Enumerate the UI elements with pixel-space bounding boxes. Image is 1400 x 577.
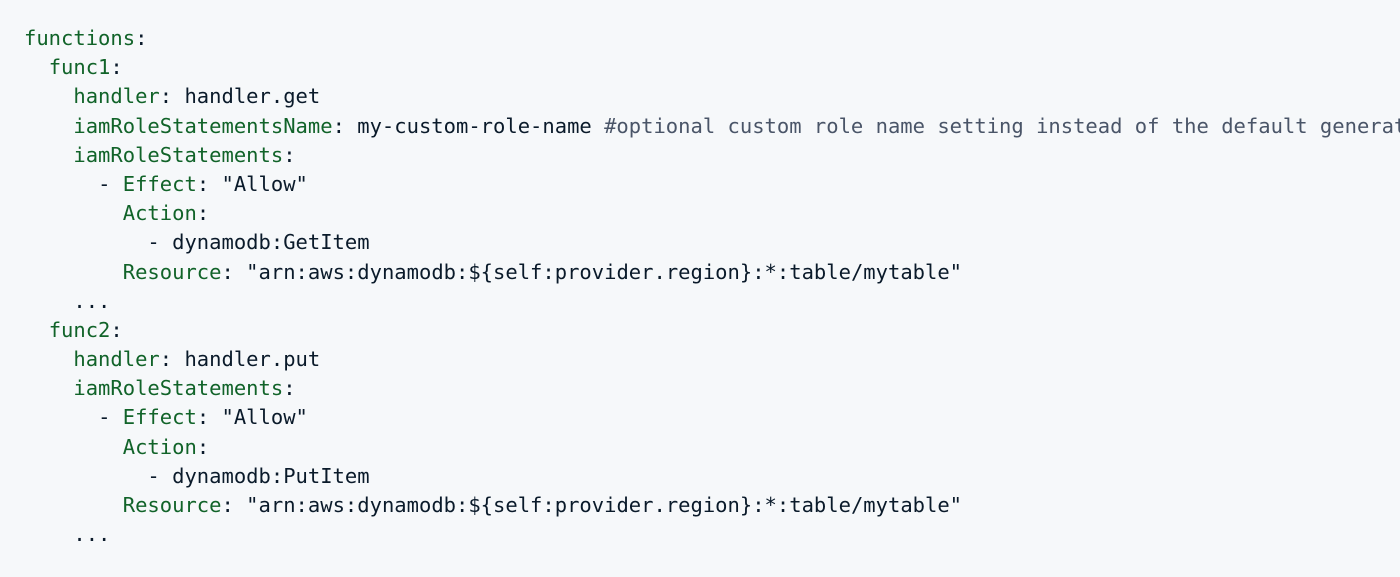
yaml-value: my-custom-role-name xyxy=(344,113,605,138)
yaml-value: "arn:aws:dynamodb:${self:provider.region… xyxy=(233,493,963,517)
yaml-value: ... xyxy=(73,522,111,547)
yaml-key: Action xyxy=(122,434,197,459)
yaml-key: func2 xyxy=(48,317,111,342)
yaml-value: "Allow" xyxy=(209,171,308,196)
code-line: iamRoleStatements: xyxy=(73,142,296,167)
yaml-key: Effect xyxy=(122,405,197,430)
code-line: iamRoleStatementsName: my-custom-role-na… xyxy=(24,112,1400,141)
code-line: func2: xyxy=(48,317,123,342)
yaml-comment: #optional custom role name setting inste… xyxy=(604,113,1400,138)
yaml-value: dynamodb:GetItem xyxy=(172,230,370,255)
code-line: Resource: "arn:aws:dynamodb:${self:provi… xyxy=(122,259,963,284)
yaml-key: Resource xyxy=(122,259,222,284)
yaml-key: Effect xyxy=(122,171,197,196)
code-line: Resource: "arn:aws:dynamodb:${self:provi… xyxy=(122,493,963,517)
code-line: Action: xyxy=(122,434,210,459)
yaml-key: iamRoleStatements xyxy=(73,142,284,167)
yaml-key: Action xyxy=(122,201,197,226)
code-line: func1: xyxy=(48,55,123,80)
code-line: functions: xyxy=(24,26,148,50)
yaml-key: iamRoleStatementsName xyxy=(73,113,333,138)
yaml-key: Resource xyxy=(122,493,222,517)
code-line: ... xyxy=(24,520,1400,549)
code-line: ... xyxy=(24,287,1400,316)
yaml-value: "Allow" xyxy=(209,405,308,430)
yaml-key: func1 xyxy=(48,55,111,80)
yaml-value: "arn:aws:dynamodb:${self:provider.region… xyxy=(233,259,963,284)
code-line: Action: xyxy=(122,201,210,226)
code-line: handler: handler.put xyxy=(73,347,321,372)
yaml-key: iamRoleStatements xyxy=(73,376,284,401)
code-line: - Effect: "Allow" xyxy=(98,405,308,430)
code-line: iamRoleStatements: xyxy=(73,376,296,401)
yaml-key: functions xyxy=(24,26,136,50)
yaml-value: ... xyxy=(73,288,111,313)
yaml-key: handler xyxy=(73,347,160,372)
yaml-value: dynamodb:PutItem xyxy=(172,463,370,488)
code-line: - dynamodb:PutItem xyxy=(147,463,370,488)
yaml-value: handler.get xyxy=(172,84,321,109)
yaml-key: handler xyxy=(73,84,160,109)
code-line: - Effect: "Allow" xyxy=(98,171,308,196)
yaml-value: handler.put xyxy=(172,347,321,372)
code-line: handler: handler.get xyxy=(73,84,321,109)
code-line: - dynamodb:GetItem xyxy=(147,230,370,255)
